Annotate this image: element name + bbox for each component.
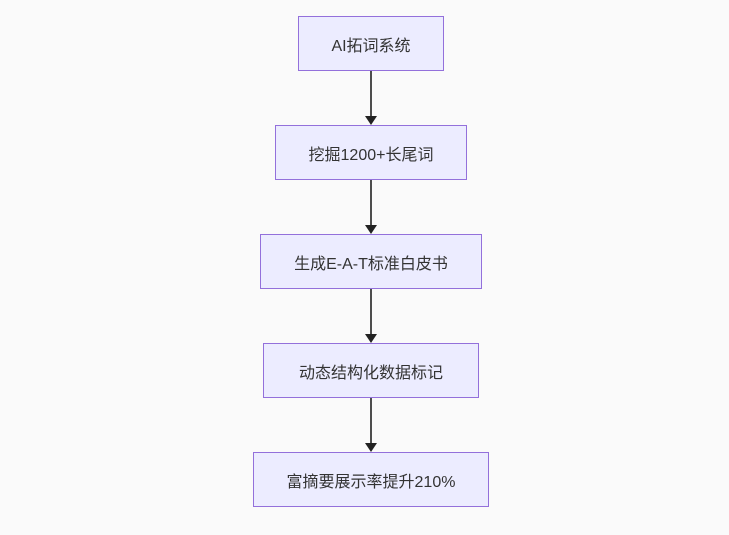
flow-node-dynamic-structured-data-markup: 动态结构化数据标记 [263, 343, 479, 398]
flow-node-label: 挖掘1200+长尾词 [308, 146, 434, 164]
flow-node-label: 动态结构化数据标记 [298, 364, 443, 382]
flow-node-label: AI拓词系统 [331, 37, 411, 55]
arrow-down-icon [365, 398, 377, 452]
arrow-line [370, 180, 372, 226]
arrow-line [370, 398, 372, 444]
arrow-down-icon [365, 71, 377, 125]
flow-node-ai-word-expansion-system: AI拓词系统 [298, 16, 444, 71]
flow-node-mine-longtail-keywords: 挖掘1200+长尾词 [275, 125, 467, 180]
arrow-line [370, 71, 372, 117]
arrow-down-icon [365, 180, 377, 234]
arrow-down-icon [365, 289, 377, 343]
flow-node-label: 富摘要展示率提升210% [286, 473, 456, 491]
flow-node-rich-snippet-rate-increase: 富摘要展示率提升210% [253, 452, 489, 507]
flow-node-label: 生成E-A-T标准白皮书 [294, 255, 448, 273]
arrow-line [370, 289, 372, 335]
flow-column: AI拓词系统 挖掘1200+长尾词 生成E-A-T标准白皮书 动态结构化数据标记… [253, 16, 489, 507]
flow-node-generate-eat-whitepaper: 生成E-A-T标准白皮书 [260, 234, 482, 289]
